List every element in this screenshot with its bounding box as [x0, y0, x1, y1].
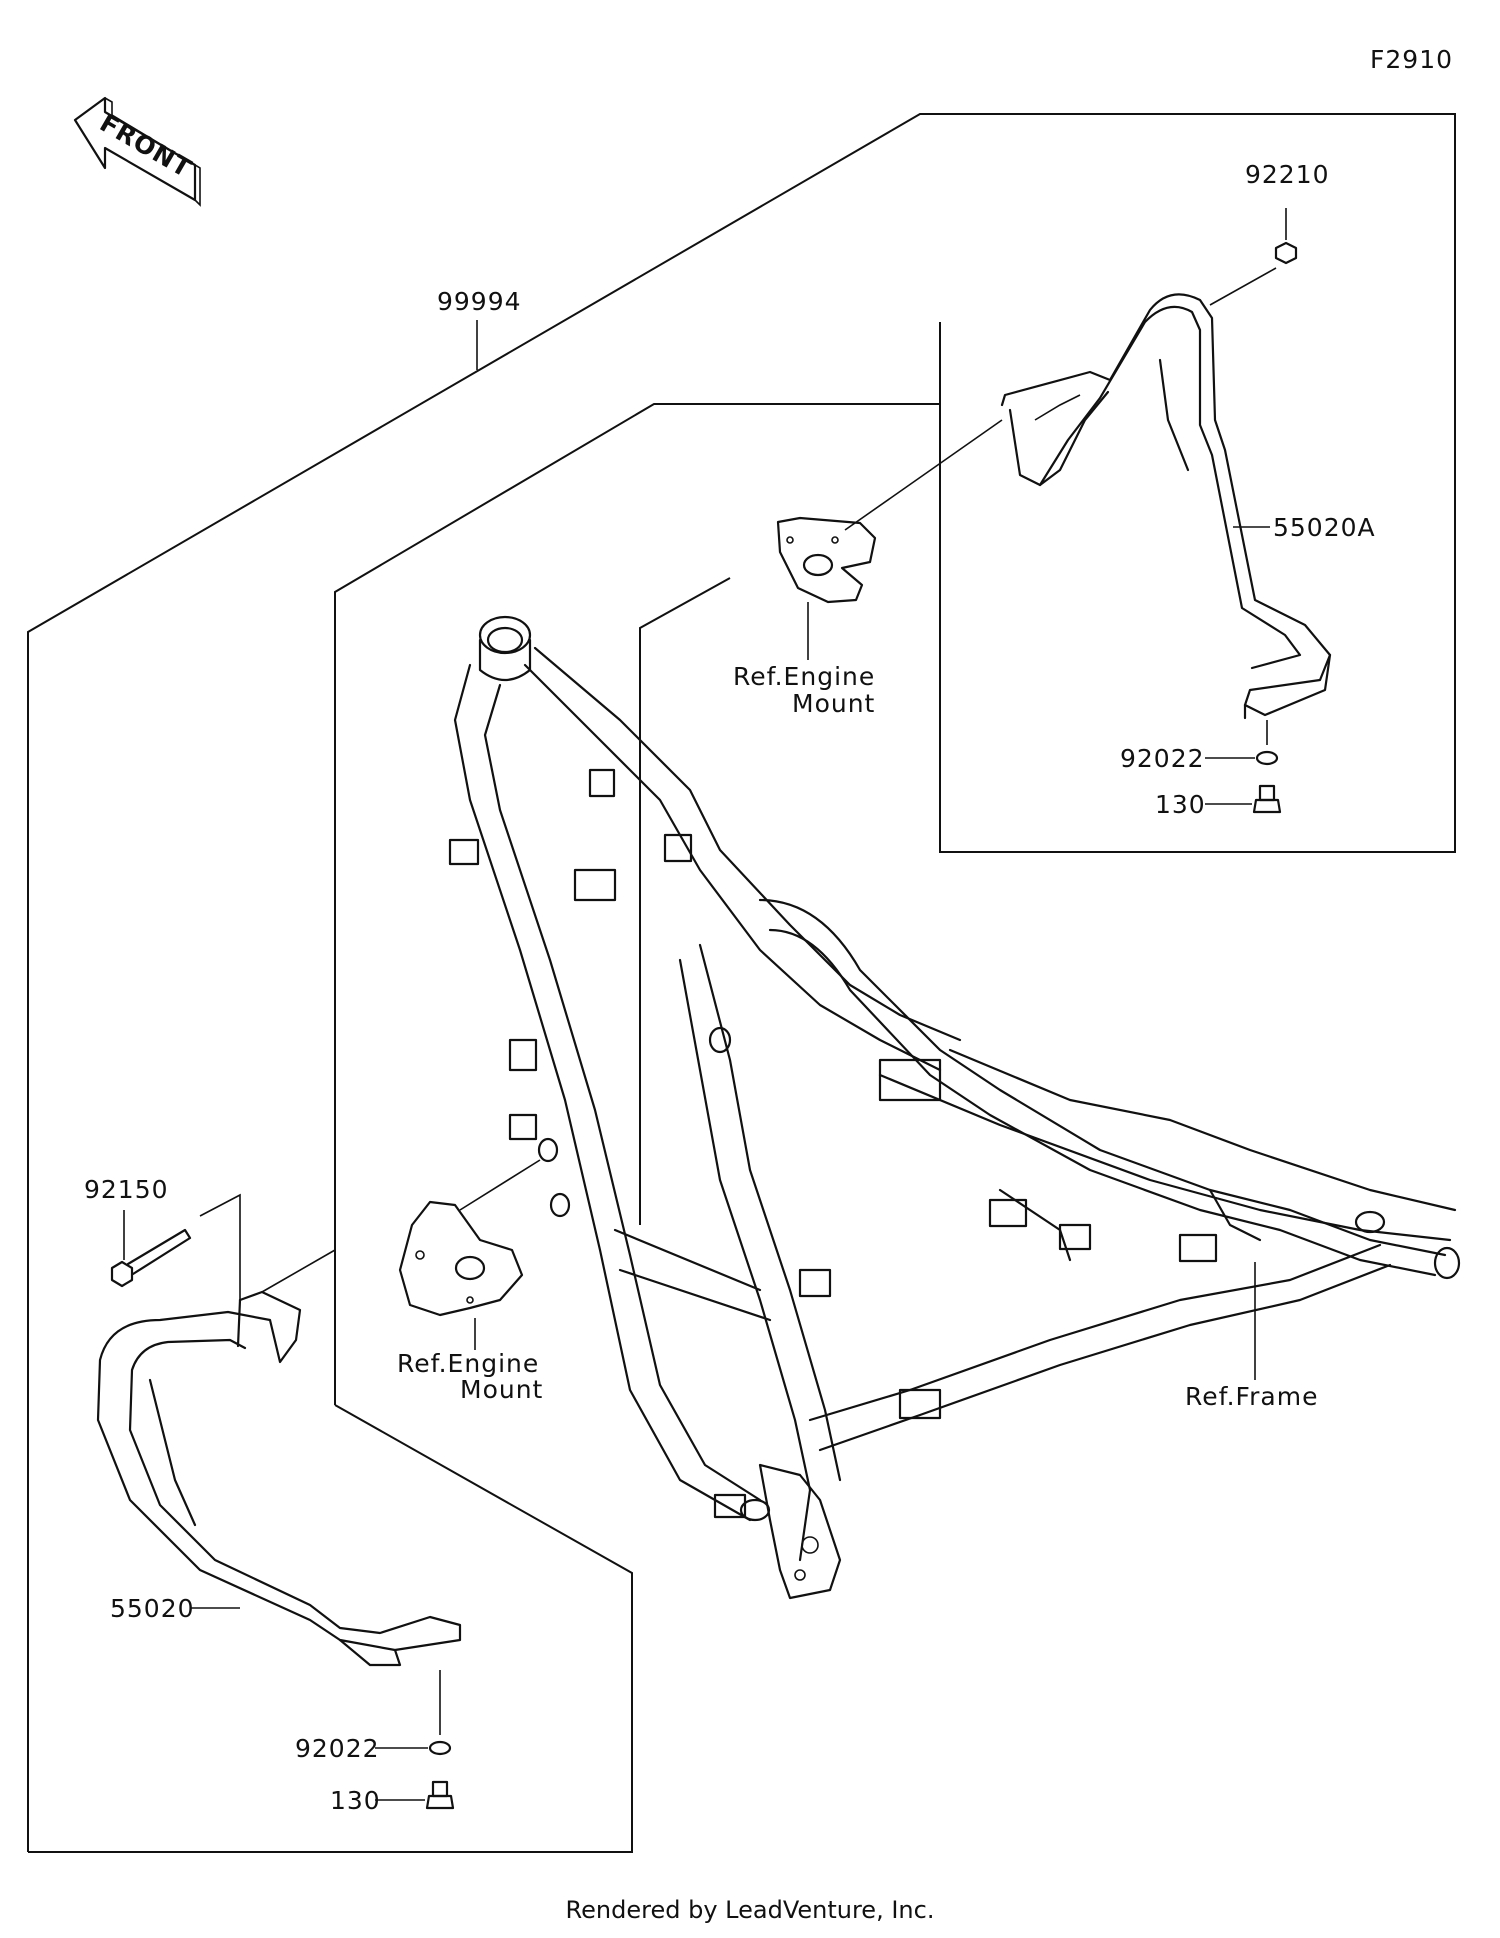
part-92210-label[interactable]: 92210: [1245, 160, 1330, 189]
screw-130-right-icon[interactable]: [1205, 784, 1282, 814]
part-92022-right-label[interactable]: 92022: [1120, 744, 1205, 773]
assembly-outline: [27, 113, 1456, 1853]
ref-frame-label[interactable]: Ref.Frame: [1185, 1382, 1318, 1411]
bolt-92150-icon[interactable]: [110, 1210, 192, 1288]
washer-92022-left-icon[interactable]: [375, 1740, 452, 1756]
part-130-left-label[interactable]: 130: [330, 1786, 381, 1815]
ref-engine-mount-upper-line1[interactable]: Ref.Engine: [733, 662, 875, 691]
ref-engine-mount-lower-line2[interactable]: Mount: [460, 1375, 543, 1404]
part-99994-label[interactable]: 99994: [437, 287, 522, 316]
part-55020-label[interactable]: 55020: [110, 1594, 195, 1623]
ref-engine-mount-lower-line1[interactable]: Ref.Engine: [397, 1349, 539, 1378]
frame[interactable]: [448, 615, 1461, 1600]
nut-92210-icon[interactable]: [1209, 208, 1298, 306]
footer-credit: Rendered by LeadVenture, Inc.: [565, 1896, 935, 1924]
front-arrow-icon: FRONT: [73, 96, 201, 207]
part-130-right-label[interactable]: 130: [1155, 790, 1206, 819]
part-55020A-label[interactable]: 55020A: [1273, 513, 1376, 542]
screw-130-left-icon[interactable]: [375, 1780, 455, 1810]
engine-mount-upper[interactable]: [776, 419, 1003, 660]
figure-code: F2910: [1370, 45, 1453, 74]
washer-92022-right-icon[interactable]: [1205, 750, 1279, 766]
part-92022-left-label[interactable]: 92022: [295, 1734, 380, 1763]
engine-guard-right[interactable]: [1000, 293, 1332, 720]
part-92150-label[interactable]: 92150: [84, 1175, 169, 1204]
engine-mount-lower[interactable]: [398, 1159, 541, 1350]
engine-guard-left[interactable]: [96, 1290, 462, 1667]
ref-engine-mount-upper-line2[interactable]: Mount: [792, 689, 875, 718]
